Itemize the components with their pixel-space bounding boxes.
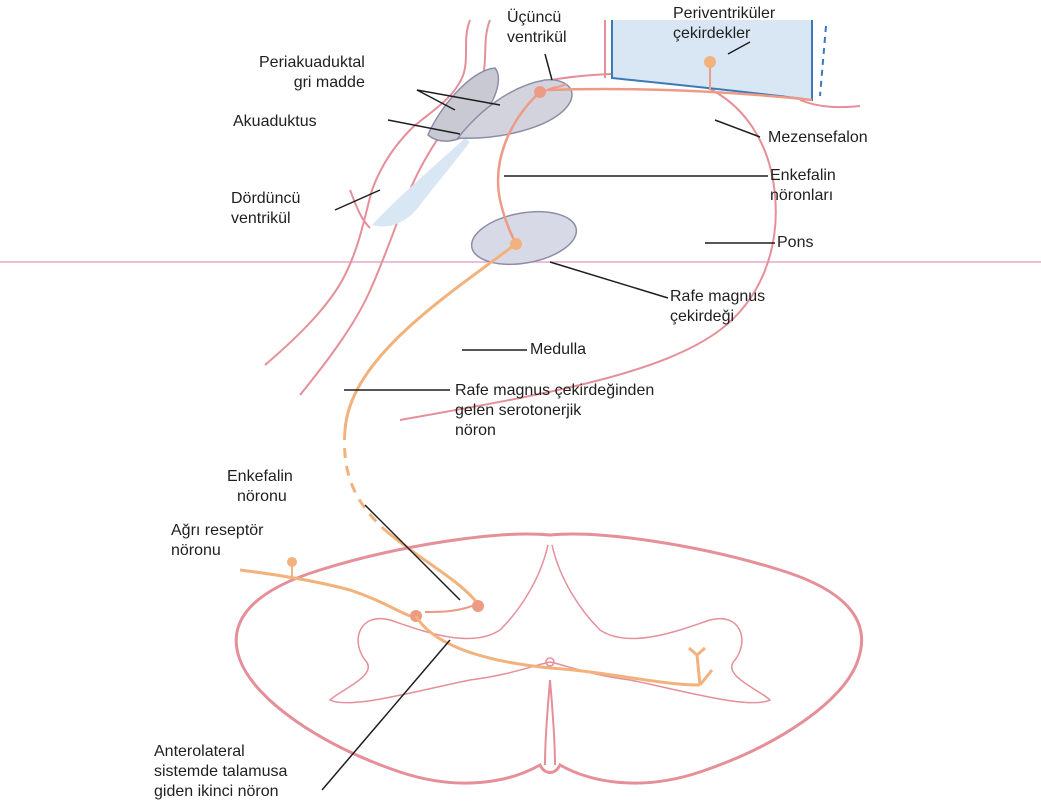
dashed-wall — [820, 26, 826, 96]
second-neuron-ascending-arrow — [689, 648, 712, 685]
label-mesencephalon: Mezensefalon — [768, 128, 868, 148]
label-pain-receptor-neuron: Ağrı reseptör nöronu — [171, 521, 263, 561]
ventricle-fill — [372, 138, 470, 226]
label-raphe-magnus-nucleus: Rafe magnus çekirdeği — [670, 287, 765, 327]
label-enkephalin-neuron: Enkefalin nöronu — [227, 467, 293, 507]
label-third-ventricle: Üçüncü ventrikül — [507, 8, 567, 48]
second-neuron-fiber — [416, 616, 700, 685]
pain-receptor-body — [287, 557, 297, 567]
label-pons: Pons — [777, 233, 813, 253]
label-serotonergic-neuron: Rafe magnus çekirdeğinden gelen serotone… — [455, 381, 654, 441]
periventricular-neuron-body — [704, 56, 716, 68]
label-periventricular-nuclei: Periventriküler çekirdekler — [673, 4, 775, 44]
enkephalin-interneuron-axon — [425, 606, 472, 612]
label-second-neuron: Anterolateral sistemde talamusa giden ik… — [154, 742, 287, 802]
serotonergic-fiber-dashed — [344, 430, 385, 530]
enkephalin-interneuron-body — [472, 600, 484, 612]
label-periaqueductal-gray: Periakuaduktal gri madde — [259, 53, 365, 93]
serotonergic-fiber-lower — [385, 530, 478, 604]
label-fourth-ventricle: Dördüncü ventrikül — [231, 189, 300, 229]
label-aqueduct: Akuaduktus — [233, 112, 317, 132]
label-enkephalin-neurons: Enkefalin nöronları — [770, 166, 836, 206]
anterior-median-fissure — [545, 680, 555, 765]
label-medulla: Medulla — [530, 340, 586, 360]
